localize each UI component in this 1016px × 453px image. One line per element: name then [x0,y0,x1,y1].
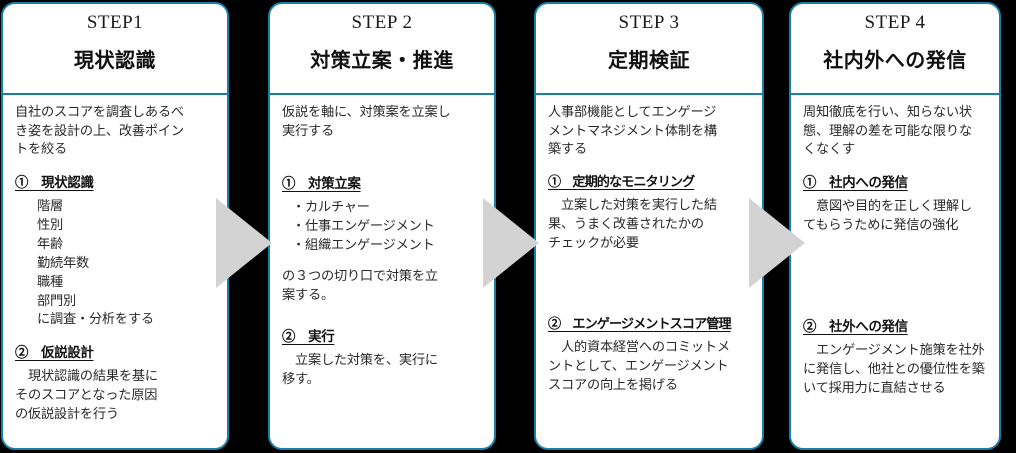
step-2-intro: 仮説を軸に、対策案を立案し 実行する [282,104,451,138]
step-card-1-header: STEP1 現状認識 [3,4,227,95]
step-card-3-header: STEP 3 定期検証 [536,4,762,95]
step-3-intro: 人事部機能としてエンゲージ メントマネジメント体制を構 築する [548,104,717,157]
step-1-intro: 自社のスコアを調査しあるべ き姿を設計の上、改善ポイン トを絞る [15,104,184,157]
step-card-4-body: 周知徹底を行い、知らない状 態、理解の差を可能な限りな くなくす ① 社内への発… [791,95,999,448]
spacer [282,152,484,172]
step-3-section-1-body: 立案した対策を実行した結 果、うまく改善されたかの チェックが必要 [548,197,717,250]
arrow-step2-to-step3-icon [483,198,539,288]
step-2-section-1-heading: ① 対策立案 [282,176,361,192]
step-1-section-2-body: 現状認識の結果を基に そのスコアとなった原因 の仮説設計を行う [15,368,158,422]
step-3-section-1-heading: ① 定期的なモニタリング [548,174,695,190]
arrow-step1-to-step2-icon [216,198,272,288]
step-card-2: STEP 2 対策立案・推進 仮説を軸に、対策案を立案し 実行する ① 対策立案… [268,2,496,450]
step-3-label: STEP 3 [618,12,680,33]
step-1-section-1-body: 階層 性別 年齢 勤続年数 職種 部門別 に調査・分析をする [37,198,154,327]
spacer [282,305,484,325]
step-2-section-1-note: の３つの切り口で対策を立 案する。 [282,268,438,302]
step-card-3: STEP 3 定期検証 人事部機能としてエンゲージ メントマネジメント体制を構 … [534,2,764,450]
step-1-section-1-heading: ① 現状認識 [15,175,94,191]
arrow-step3-to-step4-icon [749,198,805,288]
step-2-label: STEP 2 [351,12,413,33]
step-card-3-body: 人事部機能としてエンゲージ メントマネジメント体制を構 築する ① 定期的なモニ… [536,95,762,448]
step-4-intro: 周知徹底を行い、知らない状 態、理解の差を可能な限りな くなくす [803,104,972,157]
step-2-section-2-heading: ② 実行 [282,328,335,344]
step-card-4-header: STEP 4 社内外への発信 [791,4,999,95]
step-4-section-1-heading: ① 社内への発信 [803,175,908,191]
step-card-4: STEP 4 社内外への発信 周知徹底を行い、知らない状 態、理解の差を可能な限… [789,2,1001,450]
spacer [15,329,217,341]
step-3-section-2-heading: ② エンゲージメントスコア管理 [548,315,732,331]
step-3-title: 定期検証 [608,49,690,72]
spacer [548,253,752,313]
step-1-title: 現状認識 [74,49,156,72]
step-1-section-2-heading: ② 仮説設計 [15,345,94,361]
step-4-title: 社内外への発信 [823,49,967,72]
step-card-1: STEP1 現状認識 自社のスコアを調査しあるべ き姿を設計の上、改善ポイン ト… [1,2,229,450]
step-3-section-2-body: 人的資本経営へのコミットメ ントとして、エンゲージメント スコアの向上を掲げる [548,338,730,392]
spacer [282,255,484,267]
step-4-section-2-heading: ② 社外への発信 [803,318,908,334]
step-card-2-body: 仮説を軸に、対策案を立案し 実行する ① 対策立案 ・カルチャー ・仕事エンゲー… [270,95,494,448]
step-4-label: STEP 4 [864,12,926,33]
step-2-section-1-bullets: ・カルチャー ・仕事エンゲージメント ・組織エンゲージメント [292,199,435,253]
spacer [803,235,989,295]
step-4-section-2-body: エンゲージメント施策を社外 に発信し、他社との優位性を築 いて採用力に直結させる [803,341,985,395]
step-2-title: 対策立案・推進 [310,49,454,72]
spacer [803,295,989,315]
step-2-section-2-body: 立案した対策を、実行に 移す。 [282,351,438,386]
step-1-label: STEP1 [86,12,144,33]
step-card-2-header: STEP 2 対策立案・推進 [270,4,494,95]
step-card-1-body: 自社のスコアを調査しあるべ き姿を設計の上、改善ポイン トを絞る ① 現状認識 … [3,95,227,448]
step-4-section-1-body: 意図や目的を正しく理解し てもらうために発信の強化 [803,198,972,233]
